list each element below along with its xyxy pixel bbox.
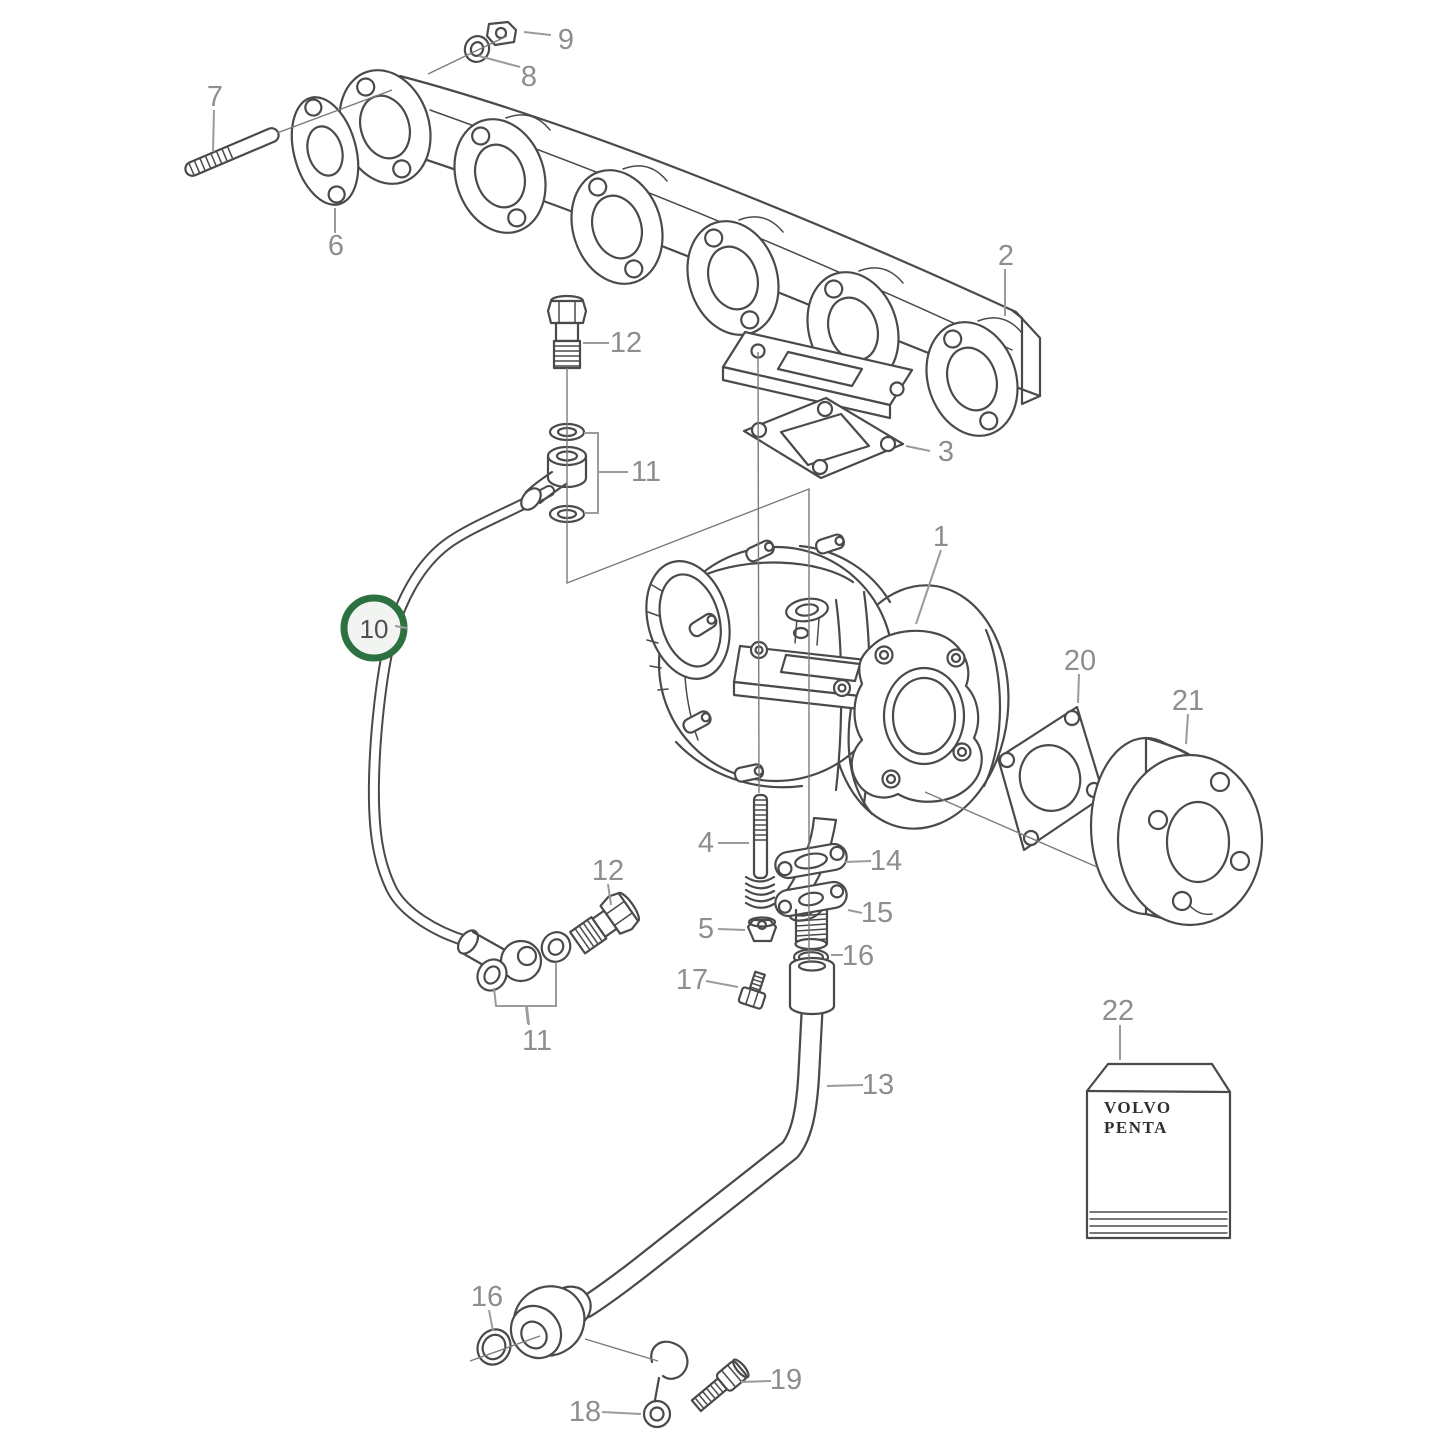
part-callout-20[interactable]: 20 [1064, 645, 1096, 677]
part-callout-6[interactable]: 6 [328, 230, 344, 262]
callout-layer: 1234567891011121211131415161716181920212… [207, 24, 1204, 1428]
part-callout-8[interactable]: 8 [521, 61, 537, 93]
part-11-banjo-fitting-upper-drawing [520, 422, 588, 524]
part-callout-1[interactable]: 1 [933, 521, 949, 553]
part-callout-16[interactable]: 16 [842, 940, 874, 972]
callout-leader-7 [212, 109, 215, 153]
part-callout-9[interactable]: 9 [558, 24, 574, 56]
part-3-turbo-gasket-drawing [742, 396, 905, 480]
part-12-banjo-bolt-lower-drawing [569, 891, 641, 955]
part-10-oil-feed-pipe-drawing [367, 485, 555, 947]
part-callout-14[interactable]: 14 [870, 845, 902, 877]
part-22-volvo-penta-kit-box: VOLVO PENTA [1085, 1062, 1232, 1240]
part-17-bolt-drawing [737, 970, 767, 1010]
callout-leader-12 [607, 883, 612, 906]
part-19-bolt-drawing [690, 1358, 750, 1413]
callout-leader-20 [1077, 673, 1080, 704]
callout-leader-13 [826, 1084, 864, 1087]
callout-leader-10 [394, 625, 408, 629]
part-21-spacer-ring-drawing [1089, 736, 1264, 927]
assembly-alignment-lines [276, 35, 1098, 1362]
part-12-banjo-bolt-upper-drawing [546, 294, 588, 370]
part-callout-17[interactable]: 17 [676, 964, 708, 996]
callout-leader-21 [1185, 713, 1189, 745]
part-callout-13[interactable]: 13 [862, 1069, 894, 1101]
part-6-flange-gasket-drawing [290, 96, 360, 206]
part-callout-18[interactable]: 18 [569, 1396, 601, 1428]
part-callout-15[interactable]: 15 [861, 897, 893, 929]
part-7-stud-drawing [184, 127, 280, 177]
part-callout-21[interactable]: 21 [1172, 685, 1204, 717]
callout-leader-11 [526, 1006, 530, 1026]
part-callout-19[interactable]: 19 [770, 1364, 802, 1396]
part-callout-5[interactable]: 5 [698, 913, 714, 945]
part-callout-12[interactable]: 12 [610, 327, 642, 359]
part-callout-12[interactable]: 12 [592, 855, 624, 887]
part-callout-7[interactable]: 7 [207, 81, 223, 113]
callout-leader-1 [915, 549, 942, 625]
brand-box-line1: VOLVO [1104, 1098, 1172, 1117]
callout-leader-14 [843, 860, 872, 863]
part-callout-2[interactable]: 2 [998, 240, 1014, 272]
part-callout-10[interactable]: 10 [360, 614, 389, 644]
part-callout-3[interactable]: 3 [938, 436, 954, 468]
callout-leader-3 [905, 445, 931, 452]
part-11-banjo-fitting-lower-drawing [456, 929, 572, 992]
callout-leader-16 [488, 1309, 494, 1332]
part-5-nut-drawing [746, 916, 778, 943]
part-callout-22[interactable]: 22 [1102, 995, 1134, 1027]
part-1-turbocharger-drawing [645, 531, 1010, 922]
part-callout-16[interactable]: 16 [471, 1281, 503, 1313]
part-callout-4[interactable]: 4 [698, 827, 714, 859]
part-14-drain-gasket-drawing [774, 842, 848, 880]
callout-leader-9 [523, 31, 552, 36]
callout-leader-19 [740, 1380, 772, 1383]
part-callout-11[interactable]: 11 [522, 1025, 552, 1057]
brand-box-line2: PENTA [1104, 1118, 1168, 1137]
part-20-outlet-gasket-drawing [996, 705, 1106, 852]
part-callout-11[interactable]: 11 [631, 456, 661, 488]
callout-leader-17 [705, 980, 739, 988]
part-8-washer-drawing [463, 35, 491, 63]
callout-leader-5 [717, 928, 746, 931]
part-9-nut-drawing [485, 20, 518, 47]
callout-leader-18 [601, 1411, 642, 1415]
part-4-stud-spring-drawing [744, 793, 776, 909]
part-18-clamp-hook-drawing [642, 1340, 689, 1429]
part-2-exhaust-manifold-drawing [324, 57, 1042, 449]
callout-leader-8 [478, 55, 521, 68]
part-13-oil-return-pipe-drawing [509, 956, 836, 1360]
callout-leader-15 [847, 909, 863, 914]
part-15-drain-flange-drawing [774, 880, 848, 951]
